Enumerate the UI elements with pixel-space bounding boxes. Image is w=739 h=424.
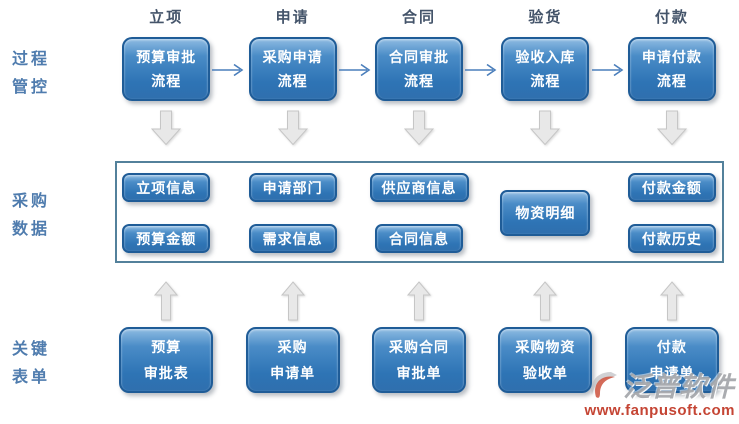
up-arrow-icon (659, 281, 684, 321)
down-arrow-icon (404, 110, 435, 146)
watermark: 泛普软件 www.fanpusoft.com (585, 365, 735, 419)
down-arrow-icon (151, 110, 182, 146)
phase-header: 立项 (149, 9, 184, 26)
data-pill-project-info: 立项信息 (122, 173, 211, 202)
data-pill-payment-amount: 付款金额 (627, 173, 716, 202)
process-box-payment-request: 申请付款 流程 (627, 37, 716, 101)
process-box-contract-approval: 合同审批 流程 (375, 37, 464, 101)
up-arrow-icon (407, 281, 432, 321)
data-pill-payment-history: 付款历史 (627, 224, 716, 253)
form-box-purchase-request-form: 采购 申请单 (245, 327, 340, 393)
up-arrow-icon (533, 281, 558, 321)
fanpu-logo-icon (591, 371, 617, 398)
down-arrow-icon (530, 110, 561, 146)
up-arrow-icon (280, 281, 305, 321)
process-box-acceptance-inbound: 验收入库 流程 (501, 37, 590, 101)
right-arrow-icon (338, 63, 371, 77)
watermark-brand: 泛普软件 (623, 372, 735, 402)
data-pill-demand-info: 需求信息 (248, 224, 337, 253)
procurement-data-container (115, 161, 724, 263)
row-label-procurement-data: 采购 数据 (12, 193, 51, 238)
data-pill-supplier-info: 供应商信息 (369, 173, 469, 202)
right-arrow-icon (465, 63, 497, 77)
data-pill-material-detail: 物资明细 (500, 190, 591, 236)
row-label-key-forms: 关键 表单 (12, 341, 51, 386)
process-box-purchase-request: 采购申请 流程 (248, 37, 337, 101)
form-box-material-acceptance-form: 采购物资 验收单 (498, 327, 593, 393)
form-row: 预算 审批表 采购 申请单 采购合同 审批单 采购物资 验收单 付款 (103, 327, 735, 393)
row-label-process-control: 过程 管控 (12, 51, 51, 96)
phase-header-row: 立项 申请 合同 验货 付款 (103, 6, 735, 28)
data-pill-contract-info: 合同信息 (375, 224, 464, 253)
process-box-budget-approval: 预算审批 流程 (122, 37, 211, 101)
phase-header: 申请 (275, 9, 310, 26)
data-pill-budget-amount: 预算金额 (122, 224, 211, 253)
down-arrow-icon (656, 110, 687, 146)
form-box-budget-approval-form: 预算 审批表 (119, 327, 214, 393)
form-box-contract-approval-form: 采购合同 审批单 (372, 327, 467, 393)
form-box-payment-request-form: 付款 申请单 (624, 327, 719, 393)
phase-header: 付款 (654, 9, 689, 26)
phase-header: 验货 (528, 9, 563, 26)
up-arrow-icon (154, 281, 179, 321)
up-arrow-row (103, 281, 735, 323)
data-pill-request-department: 申请部门 (248, 173, 337, 202)
watermark-url: www.fanpusoft.com (584, 402, 735, 419)
data-row: 立项信息 预算金额 申请部门 需求信息 供应商信息 合同信息 物资明细 付款金额… (103, 173, 735, 253)
phase-header: 合同 (402, 9, 437, 26)
right-arrow-icon (591, 63, 624, 77)
right-arrow-icon (212, 63, 244, 77)
down-arrow-icon (277, 110, 308, 146)
process-row: 预算审批 流程 采购申请 流程 合同审批 流程 (103, 37, 735, 101)
down-arrow-row (103, 110, 735, 150)
